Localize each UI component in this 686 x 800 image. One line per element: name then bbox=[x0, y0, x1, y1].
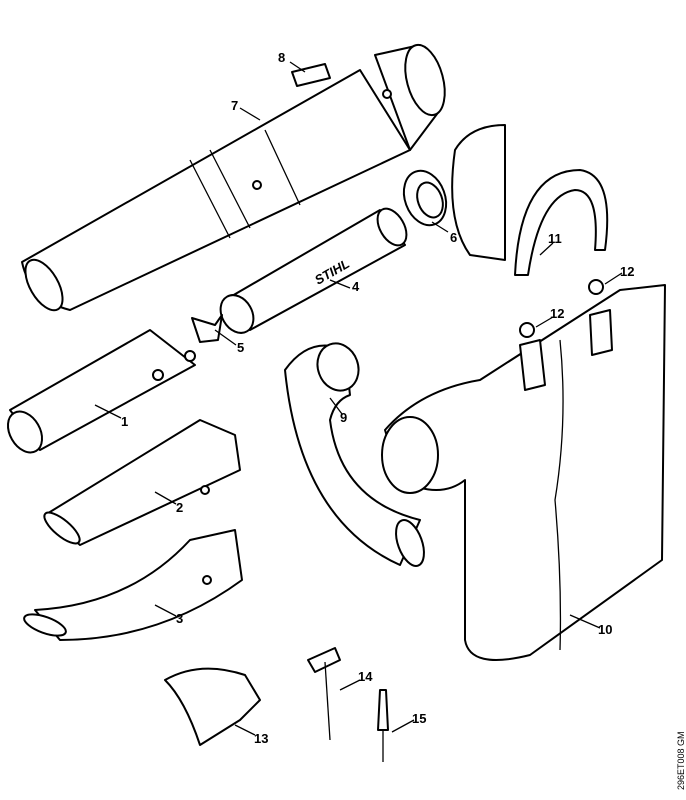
drawing-code: 296ET008 GM bbox=[676, 731, 686, 790]
label-13: 13 bbox=[254, 731, 268, 746]
ring-12b bbox=[519, 322, 535, 338]
label-8: 8 bbox=[278, 50, 285, 65]
label-10: 10 bbox=[598, 622, 612, 637]
tube-4: STIHL bbox=[219, 207, 408, 334]
label-4: 4 bbox=[352, 279, 360, 294]
label-3: 3 bbox=[176, 611, 183, 626]
shoulder-strap-11 bbox=[514, 169, 609, 276]
label-1: 1 bbox=[121, 414, 128, 429]
flat-nozzle-2 bbox=[43, 419, 241, 546]
label-11: 11 bbox=[548, 231, 562, 246]
combination-wrench-14 bbox=[307, 647, 341, 741]
clip-5 bbox=[191, 314, 223, 343]
label-15: 15 bbox=[412, 711, 426, 726]
label-5: 5 bbox=[237, 340, 244, 355]
label-6: 6 bbox=[450, 230, 457, 245]
label-14: 14 bbox=[358, 669, 373, 684]
leader-lines bbox=[94, 61, 623, 736]
collection-bag-10 bbox=[381, 284, 666, 661]
round-nozzle-1 bbox=[6, 329, 196, 454]
label-2: 2 bbox=[176, 500, 183, 515]
curved-nozzle-3 bbox=[23, 529, 243, 641]
label-9: 9 bbox=[340, 410, 347, 425]
safety-glasses-13 bbox=[164, 667, 261, 746]
collar-6 bbox=[402, 169, 448, 227]
label-sticker-8 bbox=[291, 63, 331, 87]
screwdriver-15 bbox=[377, 689, 389, 762]
blower-housing bbox=[451, 124, 506, 261]
ring-12a bbox=[588, 279, 604, 295]
blower-tube-7 bbox=[21, 43, 446, 312]
label-12b: 12 bbox=[550, 306, 564, 321]
elbow-9 bbox=[284, 342, 425, 567]
label-7: 7 bbox=[231, 98, 238, 113]
label-12a: 12 bbox=[620, 264, 634, 279]
